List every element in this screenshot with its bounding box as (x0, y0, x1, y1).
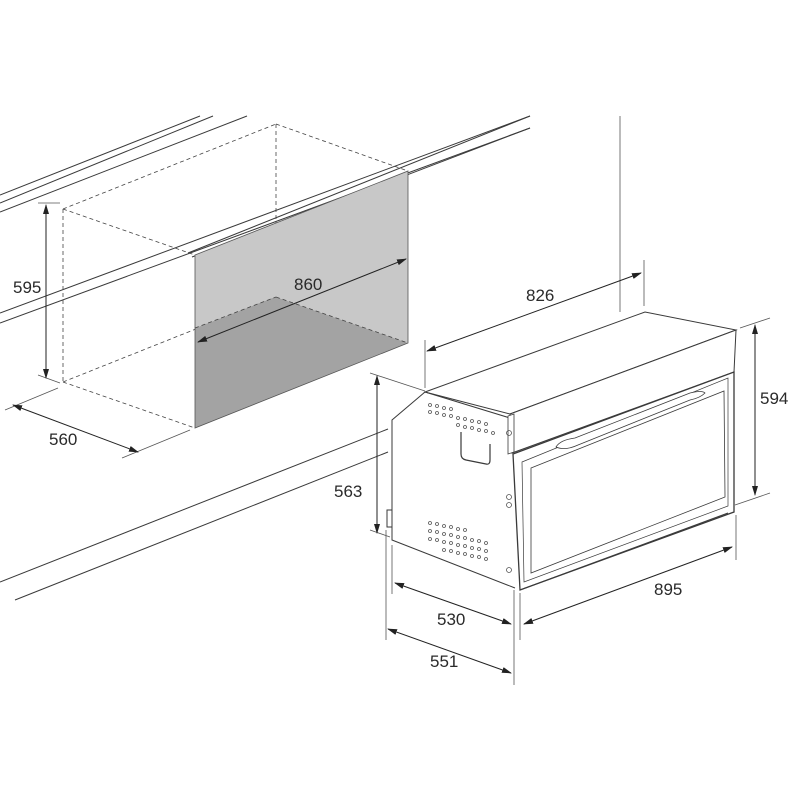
label-total-depth: 551 (430, 652, 459, 671)
vent-holes-lower (428, 521, 488, 561)
dimension-appliance-width (424, 116, 645, 388)
dimension-total-depth (385, 530, 512, 674)
niche-shaded-faces (194, 170, 409, 429)
oven-appliance (386, 311, 738, 591)
label-front-width: 895 (654, 580, 683, 599)
dimension-front-height (734, 317, 771, 506)
label-niche-width: 860 (294, 275, 323, 294)
label-niche-depth: 560 (49, 430, 78, 449)
label-niche-height: 595 (13, 278, 42, 297)
label-front-height: 594 (760, 389, 789, 408)
dimension-niche-height (37, 202, 61, 384)
dimension-niche-depth (4, 387, 191, 459)
label-body-height: 563 (334, 482, 363, 501)
vent-holes-upper (428, 403, 495, 435)
cabinet-bottom-lines (0, 428, 389, 601)
label-appliance-width: 826 (526, 286, 555, 305)
dimension-niche-width (197, 258, 407, 343)
dimension-body-height (369, 372, 426, 538)
label-body-depth: 530 (437, 610, 466, 629)
dimension-body-depth (391, 545, 515, 685)
dimension-front-width (519, 515, 737, 640)
